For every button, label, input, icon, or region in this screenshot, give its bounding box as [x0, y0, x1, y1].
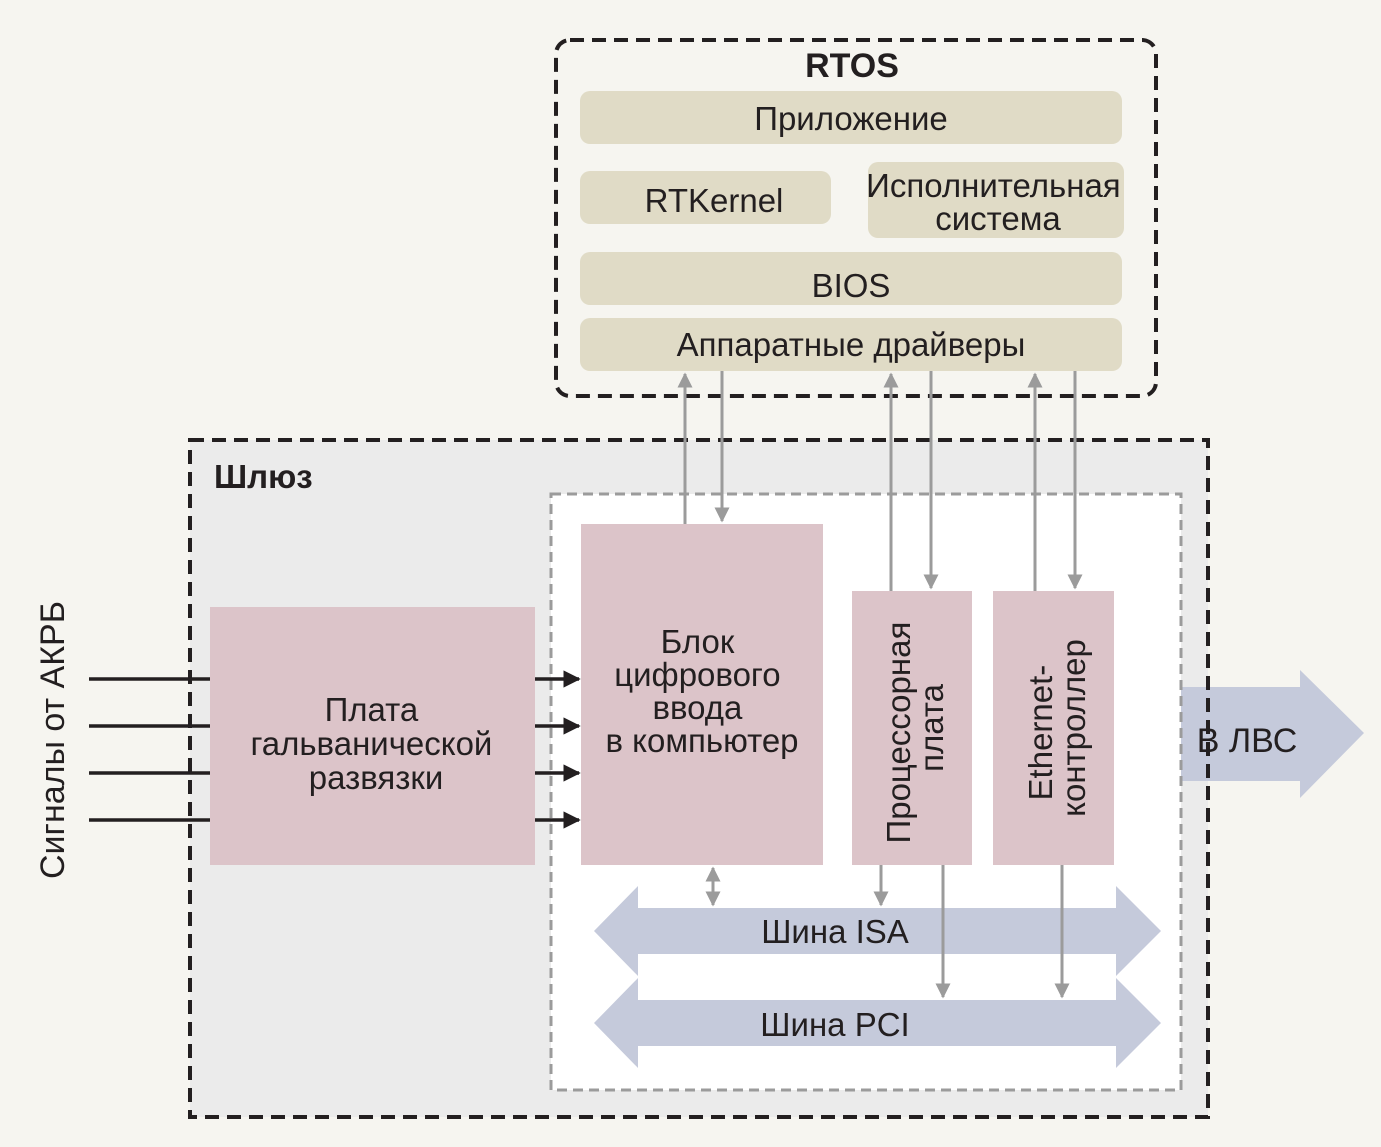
isa-bus-label: Шина ISA: [761, 913, 909, 950]
ethernet-controller-line: контроллер: [1055, 639, 1092, 817]
pci-bus: [594, 978, 1161, 1068]
application-block: [580, 91, 1122, 144]
isolation-board-line: гальванической: [250, 725, 492, 762]
signals-label: Сигналы от АКРБ: [34, 601, 72, 879]
ethernet-controller-label: Ethernet- контроллер: [1022, 639, 1092, 817]
bios-label: BIOS: [812, 267, 891, 304]
rtkernel-block: [580, 171, 831, 224]
isolation-board-label: Плата гальванической развязки: [250, 691, 501, 796]
ethernet-controller-line: Ethernet-: [1022, 665, 1059, 801]
processor-board-line: Процессорная: [880, 622, 917, 844]
exec-system-line: Исполнительная: [866, 167, 1121, 204]
isa-bus: [594, 886, 1161, 976]
exec-system-label: Исполнительная система: [866, 167, 1130, 237]
digital-input-line: в компьютер: [605, 722, 798, 759]
digital-input-line: ввода: [652, 689, 743, 726]
digital-input-block: [581, 524, 823, 865]
digital-input-label: Блок цифрового ввода в компьютер: [605, 623, 798, 759]
hw-drivers-label: Аппаратные драйверы: [677, 326, 1026, 363]
driver-connections: [677, 371, 1083, 999]
processor-board-line: плата: [913, 683, 950, 771]
gateway-border: [188, 438, 1210, 1119]
signal-lines: [89, 670, 581, 829]
exec-system-block: [868, 162, 1124, 238]
rtos-title: RTOS: [805, 47, 899, 85]
bios-block: [580, 252, 1122, 305]
rtkernel-label: RTKernel: [645, 182, 784, 219]
digital-input-line: Блок: [661, 623, 735, 660]
pci-bus-label: Шина PCI: [760, 1006, 909, 1043]
digital-input-line: цифрового: [614, 656, 780, 693]
computer-region-border: [549, 492, 1183, 1092]
application-label: Приложение: [754, 100, 948, 137]
isolation-board-line: развязки: [309, 759, 444, 796]
isolation-board-block: [210, 607, 535, 865]
processor-board-block: [852, 591, 972, 865]
lan-label: В ЛВС: [1197, 722, 1298, 760]
exec-system-line: система: [935, 200, 1061, 237]
hw-drivers-block: [580, 318, 1122, 371]
isolation-board-line: Плата: [325, 691, 419, 728]
ethernet-controller-block: [993, 591, 1114, 865]
processor-board-label: Процессорная плата: [880, 612, 950, 843]
gateway-title: Шлюз: [214, 458, 313, 495]
